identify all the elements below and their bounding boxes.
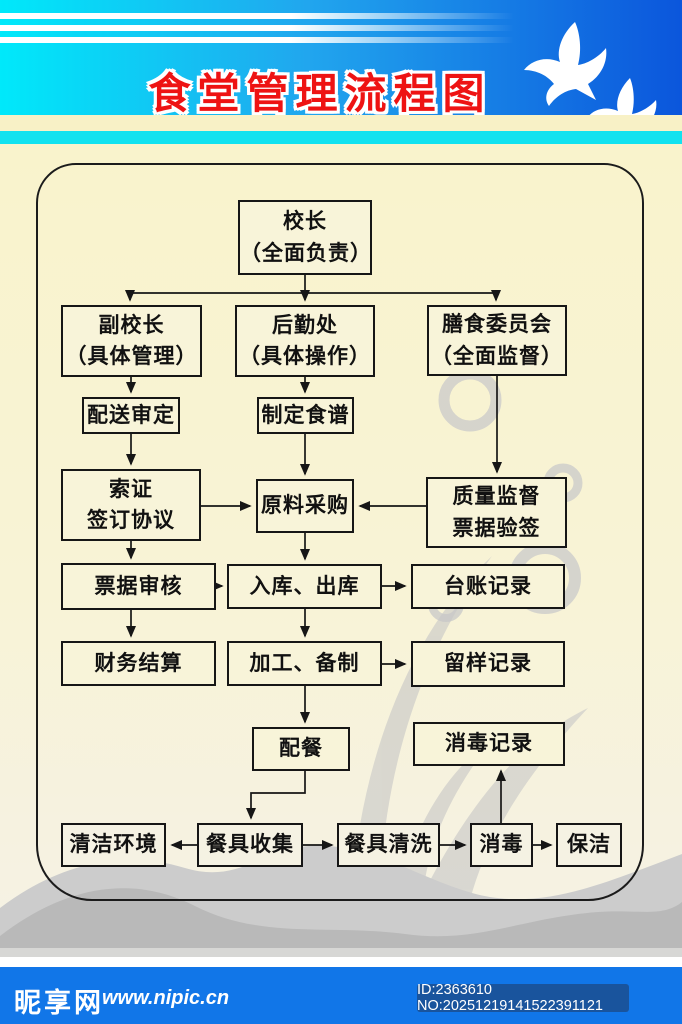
mountain-decorations	[0, 845, 682, 948]
node-logistics: 后勤处 （具体操作）	[235, 305, 375, 377]
node-warehouse: 入库、出库	[227, 564, 382, 609]
node-delivery-review: 配送审定	[82, 397, 180, 434]
node-purchase: 原料采购	[256, 479, 354, 533]
prefooter-grey-strip	[0, 948, 682, 957]
header-stripe	[0, 25, 530, 31]
node-disinfect-record: 消毒记录	[413, 722, 565, 766]
prefooter-white-strip	[0, 957, 682, 967]
node-invoice-audit: 票据审核	[61, 563, 216, 610]
node-committee: 膳食委员会 （全面监督）	[427, 305, 567, 376]
flowchart-frame	[36, 163, 644, 901]
node-collect: 餐具收集	[197, 823, 303, 867]
nipic-logo: 昵享网	[14, 988, 104, 1018]
node-vice-principal: 副校长 （具体管理）	[61, 305, 202, 377]
node-sample-record: 留样记录	[411, 641, 565, 687]
cream-band	[0, 115, 682, 131]
node-processing: 加工、备制	[227, 641, 382, 686]
node-ledger: 台账记录	[411, 564, 565, 609]
header-stripe	[0, 13, 530, 19]
node-wash: 餐具清洗	[337, 823, 440, 867]
node-upkeep: 保洁	[556, 823, 622, 867]
node-serving: 配餐	[252, 727, 350, 771]
image-id-badge: ID:2363610 NO:20251219141522391121	[417, 982, 629, 1014]
node-finance: 财务结算	[61, 641, 216, 686]
node-certificate: 索证 签订协议	[61, 469, 201, 541]
node-menu-making: 制定食谱	[257, 397, 354, 434]
poster-background	[0, 144, 682, 950]
header-stripe	[0, 37, 530, 43]
node-clean-env: 清洁环境	[61, 823, 166, 867]
page-title: 食堂管理流程图	[148, 72, 492, 118]
site-url: www.nipic.cn	[102, 987, 230, 1009]
node-principal: 校长 （全面负责）	[238, 200, 372, 275]
cyan-band	[0, 131, 682, 144]
node-disinfect: 消毒	[470, 823, 533, 867]
node-quality: 质量监督 票据验签	[426, 477, 567, 548]
